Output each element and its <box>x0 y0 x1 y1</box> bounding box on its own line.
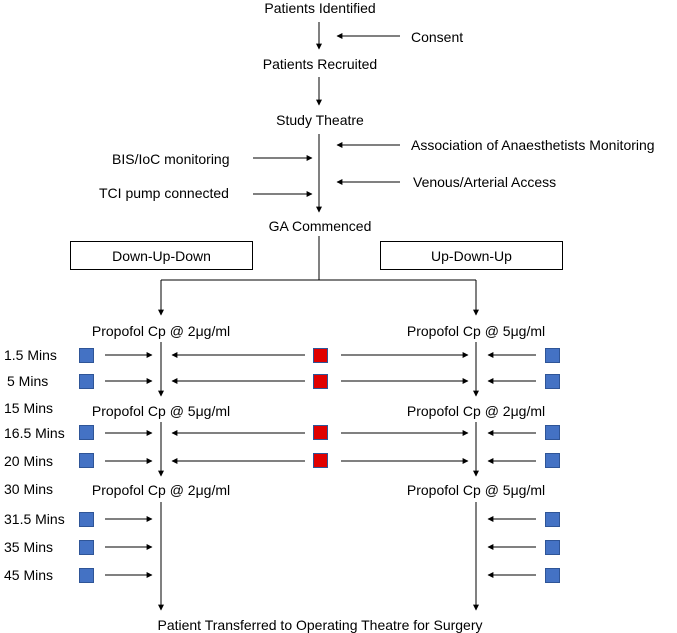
arm-left-label: Down-Up-Down <box>112 247 211 264</box>
step-transfer-to-surgery: Patient Transferred to Operating Theatre… <box>157 617 483 633</box>
step-patients-identified: Patients Identified <box>264 0 376 16</box>
time-label: 35 Mins <box>4 539 54 555</box>
blue-sample-square <box>79 425 94 440</box>
red-sample-square <box>313 425 328 440</box>
red-sample-square <box>313 374 328 389</box>
blue-sample-square <box>79 540 94 555</box>
blue-sample-square <box>79 348 94 363</box>
time-label: 15 Mins <box>4 400 54 416</box>
red-sample-square <box>313 453 328 468</box>
time-label: 5 Mins <box>7 373 49 389</box>
right-cp-1: Propofol Cp @ 5μg/ml <box>406 323 546 339</box>
step-aa-monitoring: Association of Anaesthetists Monitoring <box>411 137 655 153</box>
step-consent: Consent <box>411 29 464 45</box>
left-cp-3: Propofol Cp @ 2μg/ml <box>91 482 231 498</box>
step-ga-commenced: GA Commenced <box>268 218 372 234</box>
time-label: 31.5 Mins <box>4 511 65 527</box>
step-study-theatre: Study Theatre <box>276 112 364 128</box>
time-label: 45 Mins <box>4 567 54 583</box>
red-sample-square <box>313 348 328 363</box>
blue-sample-square <box>545 453 560 468</box>
arm-right-label: Up-Down-Up <box>431 247 512 264</box>
left-cp-2: Propofol Cp @ 5μg/ml <box>91 403 231 419</box>
blue-sample-square <box>545 374 560 389</box>
blue-sample-square <box>545 425 560 440</box>
right-cp-2: Propofol Cp @ 2μg/ml <box>406 403 546 419</box>
time-label: 30 Mins <box>4 481 54 497</box>
blue-sample-square <box>79 568 94 583</box>
arm-left-box: Down-Up-Down <box>70 241 253 270</box>
blue-sample-square <box>79 374 94 389</box>
step-bis-monitoring: BIS/IoC monitoring <box>112 151 230 167</box>
step-patients-recruited: Patients Recruited <box>262 56 378 72</box>
blue-sample-square <box>545 348 560 363</box>
step-venous-arterial-access: Venous/Arterial Access <box>413 174 557 190</box>
time-label: 16.5 Mins <box>4 425 65 441</box>
blue-sample-square <box>79 512 94 527</box>
blue-sample-square <box>79 453 94 468</box>
step-tci-pump: TCI pump connected <box>99 185 229 201</box>
time-label: 1.5 Mins <box>4 347 57 363</box>
blue-sample-square <box>545 540 560 555</box>
blue-sample-square <box>545 512 560 527</box>
blue-sample-square <box>545 568 560 583</box>
time-label: 20 Mins <box>4 453 54 469</box>
right-cp-3: Propofol Cp @ 5μg/ml <box>406 482 546 498</box>
left-cp-1: Propofol Cp @ 2μg/ml <box>91 323 231 339</box>
arm-right-box: Up-Down-Up <box>380 241 563 270</box>
